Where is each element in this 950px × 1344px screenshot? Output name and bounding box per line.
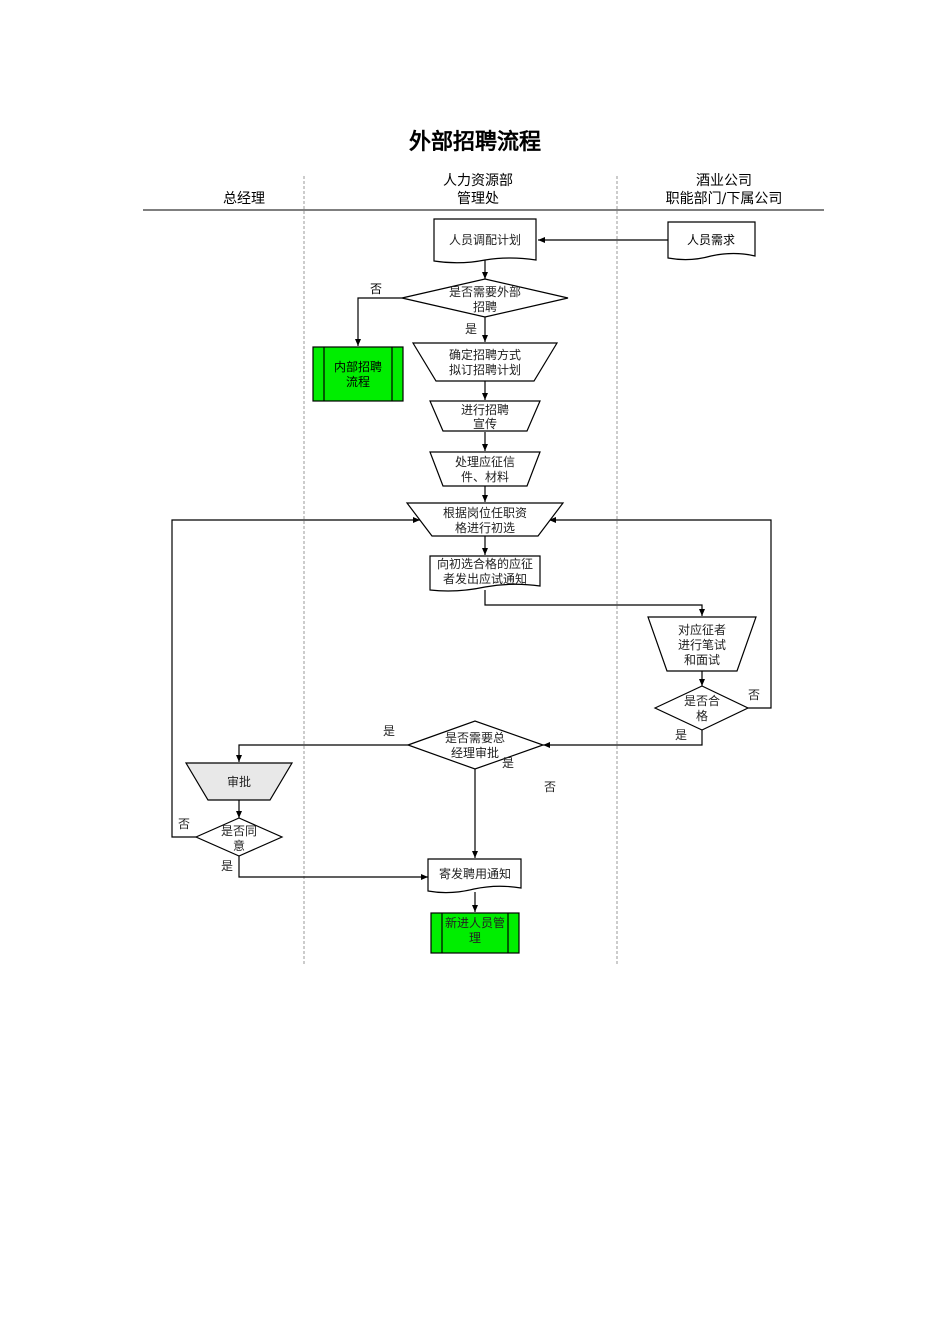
node-plan[interactable]	[433, 218, 537, 264]
node-internal[interactable]	[312, 346, 404, 402]
edge-notify-to-exam	[484, 590, 705, 616]
node-process-docs[interactable]	[429, 451, 541, 487]
node-exam[interactable]	[647, 616, 757, 672]
node-demand[interactable]	[667, 221, 756, 261]
edge-qualified-no	[549, 517, 772, 709]
node-notify-exam[interactable]	[429, 555, 541, 592]
edge-label-gm-no: 否	[544, 780, 556, 794]
node-method[interactable]	[411, 342, 559, 382]
edge-label-external-yes: 是	[465, 322, 477, 336]
node-agree-label: 是否同意	[221, 824, 257, 853]
node-screening[interactable]	[405, 502, 565, 537]
node-exam-label: 对应征者进行笔试和面试	[678, 622, 726, 667]
node-process-docs-label: 处理应征信件、材料	[455, 454, 515, 484]
node-publicity[interactable]	[429, 400, 541, 432]
node-internal-label: 内部招聘流程	[334, 359, 382, 389]
edge-label-gm-yes2: 是	[502, 756, 514, 770]
node-qualified[interactable]	[653, 685, 750, 731]
lane-header-department: 酒业公司 职能部门/下属公司	[665, 173, 783, 207]
lane-header-general-manager: 总经理	[223, 191, 265, 207]
edge-gm-yes	[236, 744, 408, 762]
node-need-gm-label: 是否需要总经理审批	[445, 731, 505, 760]
node-agree[interactable]	[194, 817, 284, 857]
node-newhire-label: 新进人员管理	[445, 915, 505, 945]
node-qualified-label: 是否合格	[684, 693, 720, 723]
node-need-external-label: 是否需要外部招聘	[449, 284, 521, 314]
node-need-external[interactable]	[401, 278, 569, 318]
edge-label-gm-yes: 是	[383, 724, 395, 738]
node-demand-label: 人员需求	[687, 233, 735, 247]
edge-agree-no	[171, 517, 420, 838]
node-publicity-label: 进行招聘宣传	[461, 403, 509, 431]
edge-agree-yes	[238, 856, 428, 880]
edge-label-agree-yes: 是	[221, 859, 233, 873]
node-offer[interactable]	[427, 858, 522, 894]
node-newhire[interactable]	[430, 912, 520, 954]
node-notify-exam-label: 向初选合格的应征者发出应试通知	[437, 556, 533, 586]
node-offer-label: 寄发聘用通知	[439, 866, 511, 881]
edge-label-external-no: 否	[370, 282, 382, 296]
node-approve-label: 审批	[227, 774, 251, 789]
edge-label-qualified-no: 否	[748, 688, 760, 702]
edge-label-qualified-yes: 是	[675, 728, 687, 742]
lane-header-hr: 人力资源部 管理处	[443, 173, 513, 207]
node-method-label: 确定招聘方式拟订招聘计划	[449, 347, 521, 377]
edge-external-no	[355, 297, 402, 346]
edge-label-agree-no: 否	[178, 817, 190, 831]
node-plan-label: 人员调配计划	[449, 233, 521, 247]
node-screening-label: 根据岗位任职资格进行初选	[443, 505, 527, 535]
edge-qualified-yes	[543, 730, 703, 748]
page-title: 外部招聘流程	[408, 129, 541, 155]
node-approve[interactable]	[184, 762, 294, 801]
node-need-gm[interactable]	[406, 720, 545, 770]
